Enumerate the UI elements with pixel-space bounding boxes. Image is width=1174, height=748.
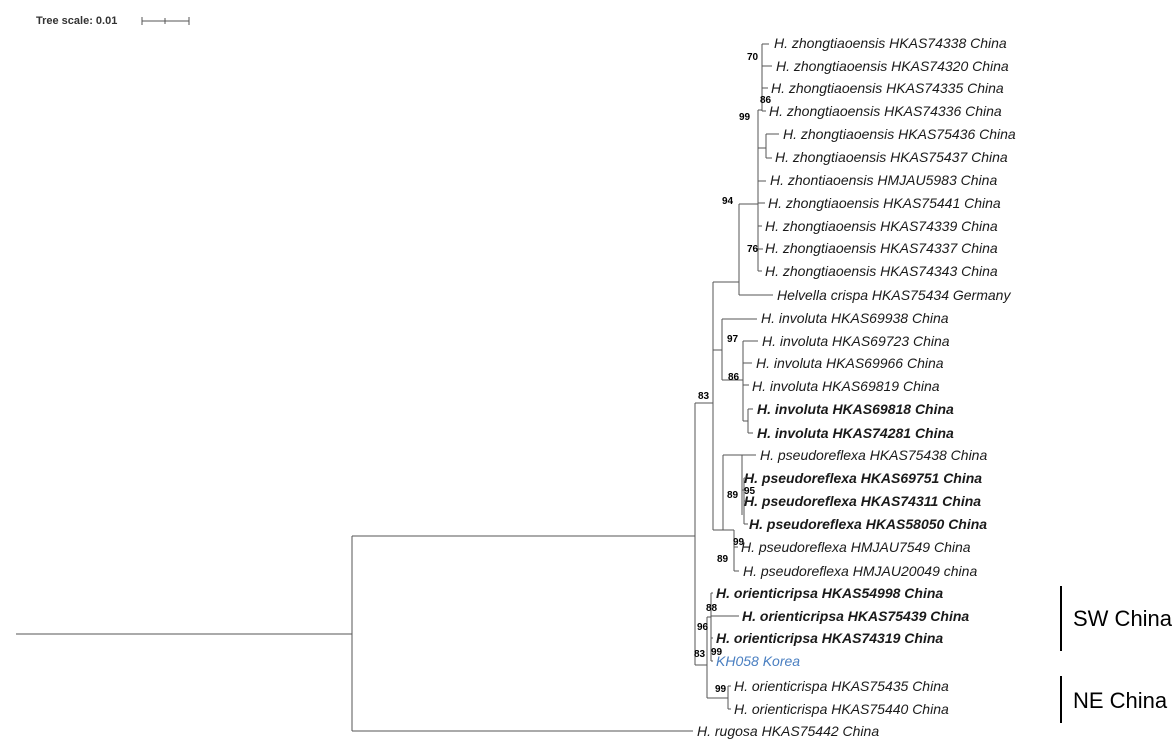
tip-label: H. pseudoreflexa HKAS75438 China: [760, 447, 987, 463]
tip-label: H. orienticrispa HKAS75435 China: [734, 678, 949, 694]
bootstrap-value: 99: [733, 537, 745, 548]
tip-label: H. zhongtiaoensis HKAS74336 China: [769, 103, 1002, 119]
bootstrap-value: 83: [694, 649, 706, 660]
bootstrap-value: 86: [728, 372, 740, 383]
tree-scale: Tree scale: 0.01: [36, 15, 190, 27]
tip-labels: H. zhongtiaoensis HKAS74338 China H. zho…: [697, 35, 1016, 739]
tip-label: H. zhongtiaoensis HKAS74337 China: [765, 240, 998, 256]
region-ne-china: NE China: [1060, 676, 1168, 723]
region-sw-china: SW China: [1060, 586, 1173, 651]
tip-label: Helvella crispa HKAS75434 Germany: [777, 287, 1011, 303]
region-label: SW China: [1073, 606, 1173, 631]
bootstrap-value: 70: [747, 52, 759, 63]
bootstrap-value: 97: [727, 334, 739, 345]
tree-scale-label: Tree scale: 0.01: [36, 15, 117, 27]
bootstrap-values: 70 86 99 94 76 97 86 83 89 95 99 89 88 9…: [694, 52, 772, 695]
bootstrap-value: 76: [747, 244, 759, 255]
tip-label-bold: H. orienticripsa HKAS75439 China: [742, 608, 969, 624]
bootstrap-value: 89: [717, 554, 729, 565]
tip-label-bold: H. pseudoreflexa HKAS74311 China: [744, 493, 981, 509]
bootstrap-value: 88: [706, 603, 718, 614]
tip-label: H. involuta HKAS69819 China: [752, 378, 940, 394]
tip-label-bold: H. orienticripsa HKAS54998 China: [716, 585, 943, 601]
tip-label: H. zhongtiaoensis HKAS75437 China: [775, 149, 1008, 165]
tip-label: H. zhongtiaoensis HKAS74338 China: [774, 35, 1007, 51]
bootstrap-value: 89: [727, 490, 739, 501]
tip-label-bold: H. pseudoreflexa HKAS58050 China: [749, 516, 987, 532]
tip-label: H. involuta HKAS69966 China: [756, 355, 944, 371]
tip-label-bold: H. involuta HKAS74281 China: [757, 425, 954, 441]
bootstrap-value: 86: [760, 95, 772, 106]
bootstrap-value: 83: [698, 391, 710, 402]
tip-label: H. involuta HKAS69938 China: [761, 310, 949, 326]
tip-label-bold: H. involuta HKAS69818 China: [757, 401, 954, 417]
tip-label: H. zhongtiaoensis HKAS74320 China: [776, 58, 1009, 74]
tip-label: H. zhongtiaoensis HKAS75436 China: [783, 126, 1016, 142]
tip-label: H. zhongtiaoensis HKAS75441 China: [768, 195, 1001, 211]
tip-label: H. involuta HKAS69723 China: [762, 333, 950, 349]
tip-label: H. zhongtiaoensis HKAS74339 China: [765, 218, 998, 234]
tip-label-highlight: KH058 Korea: [716, 653, 800, 669]
tip-label-bold: H. orienticripsa HKAS74319 China: [716, 630, 943, 646]
bootstrap-value: 96: [697, 622, 709, 633]
tip-label-bold: H. pseudoreflexa HKAS69751 China: [744, 470, 982, 486]
tip-label: H. pseudoreflexa HMJAU7549 China: [741, 539, 971, 555]
tip-label: H. zhongtiaoensis HKAS74343 China: [765, 263, 998, 279]
bootstrap-value: 99: [715, 684, 727, 695]
bootstrap-value: 99: [739, 112, 751, 123]
tip-label: H. zhongtiaoensis HKAS74335 China: [771, 80, 1004, 96]
tip-label: H. zhontiaoensis HMJAU5983 China: [770, 172, 997, 188]
bootstrap-value: 94: [722, 196, 734, 207]
tip-label: H. rugosa HKAS75442 China: [697, 723, 879, 739]
tip-label: H. pseudoreflexa HMJAU20049 china: [743, 563, 977, 579]
bootstrap-value: 99: [711, 647, 723, 658]
region-label: NE China: [1073, 688, 1168, 713]
tip-label: H. orienticrispa HKAS75440 China: [734, 701, 949, 717]
tree-branches: [16, 43, 779, 732]
bootstrap-value: 95: [744, 486, 756, 497]
